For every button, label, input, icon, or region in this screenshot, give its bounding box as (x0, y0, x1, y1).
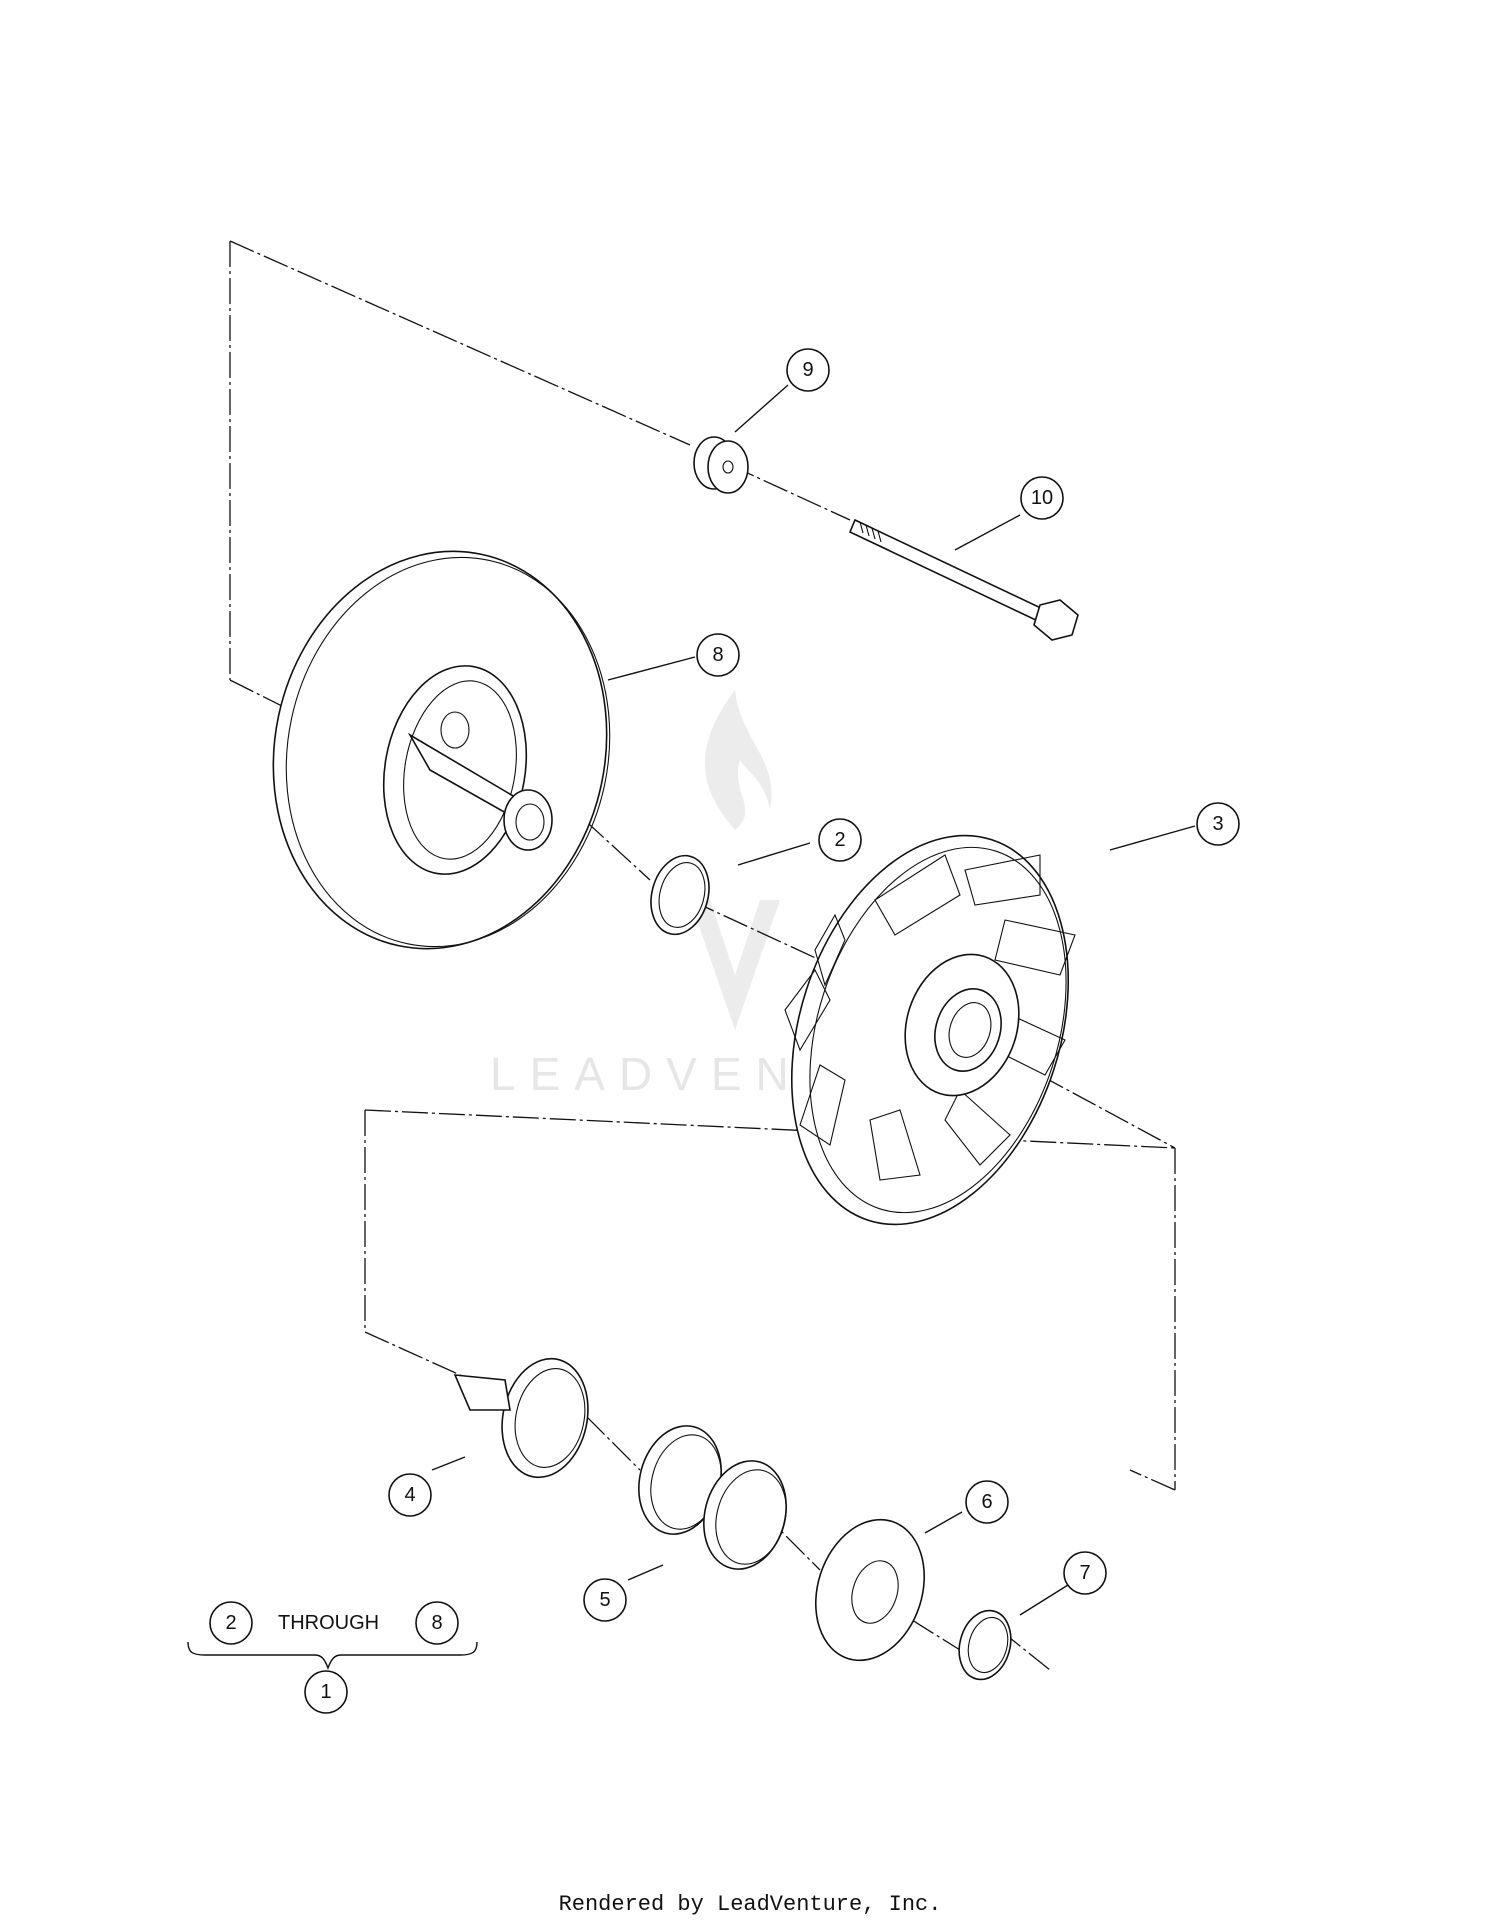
part-cam-plate (784, 834, 1076, 1226)
svg-text:2: 2 (834, 829, 845, 851)
upper-assembly-outline (229, 240, 691, 711)
callout-4: 4 (388, 1473, 432, 1517)
callout-2: 2 (818, 818, 862, 862)
part-washer (814, 1518, 926, 1662)
group-brace (187, 1641, 478, 1670)
callout-group-end: 8 (415, 1601, 459, 1645)
callout-group-start: 2 (209, 1601, 253, 1645)
part-sheave (272, 550, 611, 950)
svg-text:7: 7 (1079, 1562, 1090, 1584)
leader-lines (431, 384, 1196, 1616)
svg-text:10: 10 (1031, 487, 1053, 509)
svg-text:1: 1 (320, 1681, 331, 1703)
callout-5: 5 (583, 1578, 627, 1622)
callout-7: 7 (1063, 1551, 1107, 1595)
callout-8: 8 (696, 633, 740, 677)
through-label: THROUGH (278, 1612, 379, 1634)
svg-text:3: 3 (1212, 813, 1223, 835)
assembly-group-note: 2 THROUGH 8 1 (187, 1601, 478, 1714)
svg-text:2: 2 (225, 1612, 236, 1634)
callout-6: 6 (965, 1480, 1009, 1524)
svg-text:5: 5 (599, 1589, 610, 1611)
watermark-v-icon (690, 900, 780, 1030)
svg-text:8: 8 (431, 1612, 442, 1634)
footer-credit: Rendered by LeadVenture, Inc. (558, 1892, 942, 1917)
svg-text:6: 6 (981, 1491, 992, 1513)
svg-text:4: 4 (404, 1484, 415, 1506)
watermark-flame-icon (704, 690, 772, 830)
callout-10: 10 (1020, 476, 1064, 520)
part-spring (638, 1425, 787, 1570)
part-ring (650, 854, 710, 936)
part-retaining-ring (958, 1609, 1012, 1681)
svg-text:9: 9 (802, 359, 813, 381)
callout-9: 9 (786, 348, 830, 392)
part-spacer (693, 436, 749, 494)
part-spring-seat (453, 1357, 589, 1479)
callout-1: 1 (304, 1670, 348, 1714)
lower-assembly-outline (364, 1109, 1176, 1491)
part-bolt (848, 518, 1079, 641)
svg-text:8: 8 (712, 644, 723, 666)
callout-3: 3 (1196, 802, 1240, 846)
